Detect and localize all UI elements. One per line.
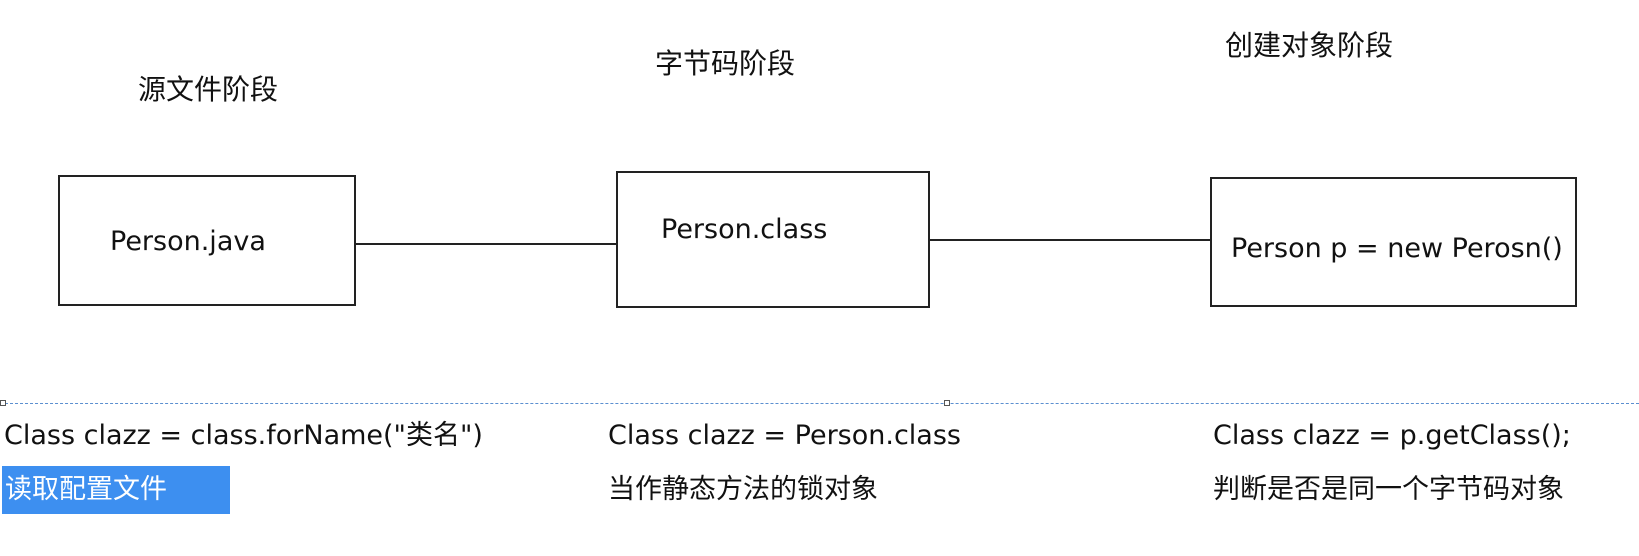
- object-box-text: Person p = new Perosn(): [1231, 233, 1563, 264]
- stage-label-source: 源文件阶段: [138, 73, 279, 106]
- connector-bytecode-object: [930, 239, 1210, 241]
- separator-handle-middle[interactable]: [944, 400, 950, 406]
- source-file-box-text: Person.java: [110, 226, 266, 257]
- bytecode-box-text: Person.class: [661, 214, 828, 245]
- separator-handle-left[interactable]: [0, 400, 6, 406]
- note-static-lock: 当作静态方法的锁对象: [608, 474, 878, 505]
- code-class-literal: Class clazz = Person.class: [608, 420, 961, 451]
- code-forname: Class clazz = class.forName("类名"): [4, 420, 483, 451]
- object-box[interactable]: [1210, 177, 1577, 307]
- bytecode-box[interactable]: [616, 171, 930, 308]
- code-getclass: Class clazz = p.getClass();: [1213, 420, 1571, 451]
- stage-label-bytecode: 字节码阶段: [655, 47, 796, 80]
- note-read-config-selected[interactable]: 读取配置文件: [2, 466, 230, 514]
- source-file-box[interactable]: [58, 175, 356, 306]
- dashed-separator: [0, 403, 1639, 404]
- note-same-bytecode: 判断是否是同一个字节码对象: [1213, 474, 1564, 505]
- stage-label-object: 创建对象阶段: [1225, 29, 1394, 62]
- connector-source-bytecode: [356, 243, 616, 245]
